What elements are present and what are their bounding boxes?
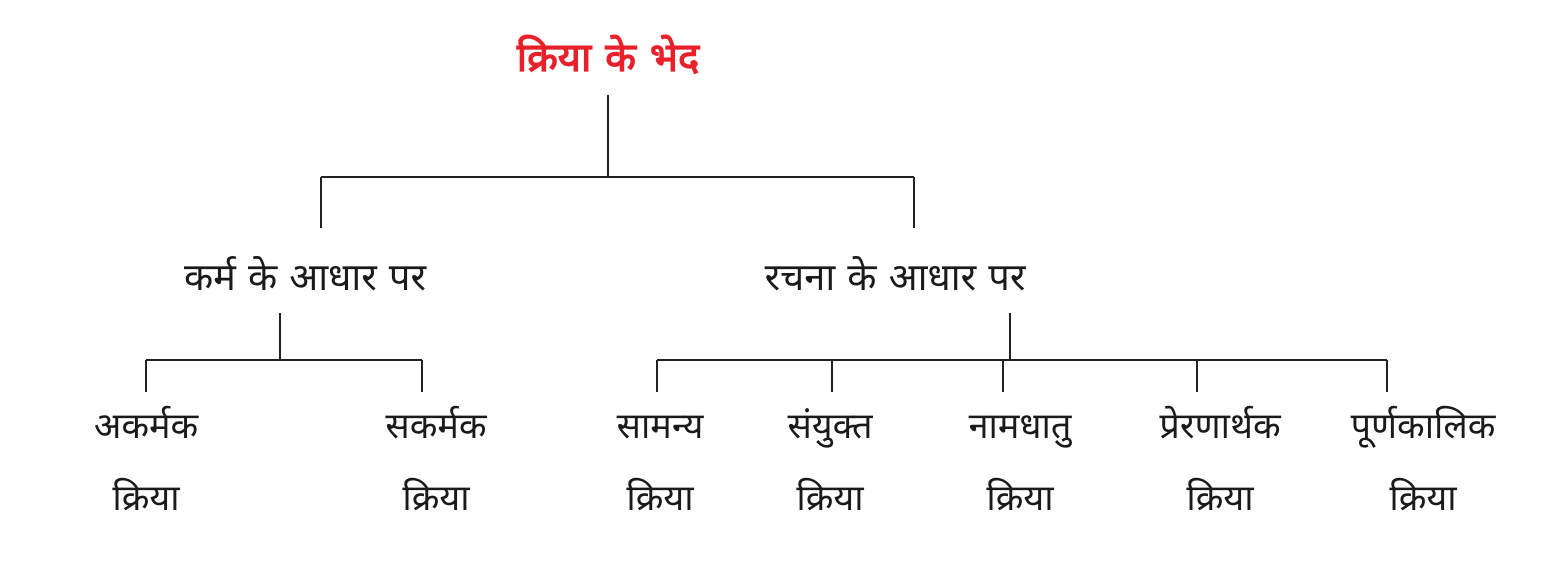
diagram-title: क्रिया के भेद bbox=[516, 35, 700, 81]
leaf-samanya-kriya: क्रिया bbox=[626, 478, 694, 519]
leaf-namdhatu-kriya: क्रिया bbox=[986, 478, 1054, 519]
leaf-purnkalik-name: पूर्णकालिक bbox=[1350, 406, 1496, 447]
leaf-sakarmak-name: सकर्मक bbox=[385, 406, 487, 447]
leaf-akarmak-kriya: क्रिया bbox=[112, 478, 180, 519]
leaf-sanyukt-name: संयुक्त bbox=[787, 406, 873, 447]
leaf-namdhatu-name: नामधातु bbox=[968, 406, 1072, 447]
leaf-prernarthak-name: प्रेरणार्थक bbox=[1159, 406, 1281, 447]
leaf-sanyukt-kriya: क्रिया bbox=[796, 478, 864, 519]
branch-rachna-label: रचना के आधार पर bbox=[764, 255, 1026, 299]
leaf-prernarthak-kriya: क्रिया bbox=[1186, 478, 1254, 519]
leaf-akarmak-name: अकर्मक bbox=[93, 406, 199, 447]
leaf-purnkalik-kriya: क्रिया bbox=[1389, 478, 1457, 519]
leaf-samanya-name: सामन्य bbox=[616, 406, 704, 447]
leaf-sakarmak-kriya: क्रिया bbox=[402, 478, 470, 519]
branch-karm-label: कर्म के आधार पर bbox=[183, 255, 427, 299]
